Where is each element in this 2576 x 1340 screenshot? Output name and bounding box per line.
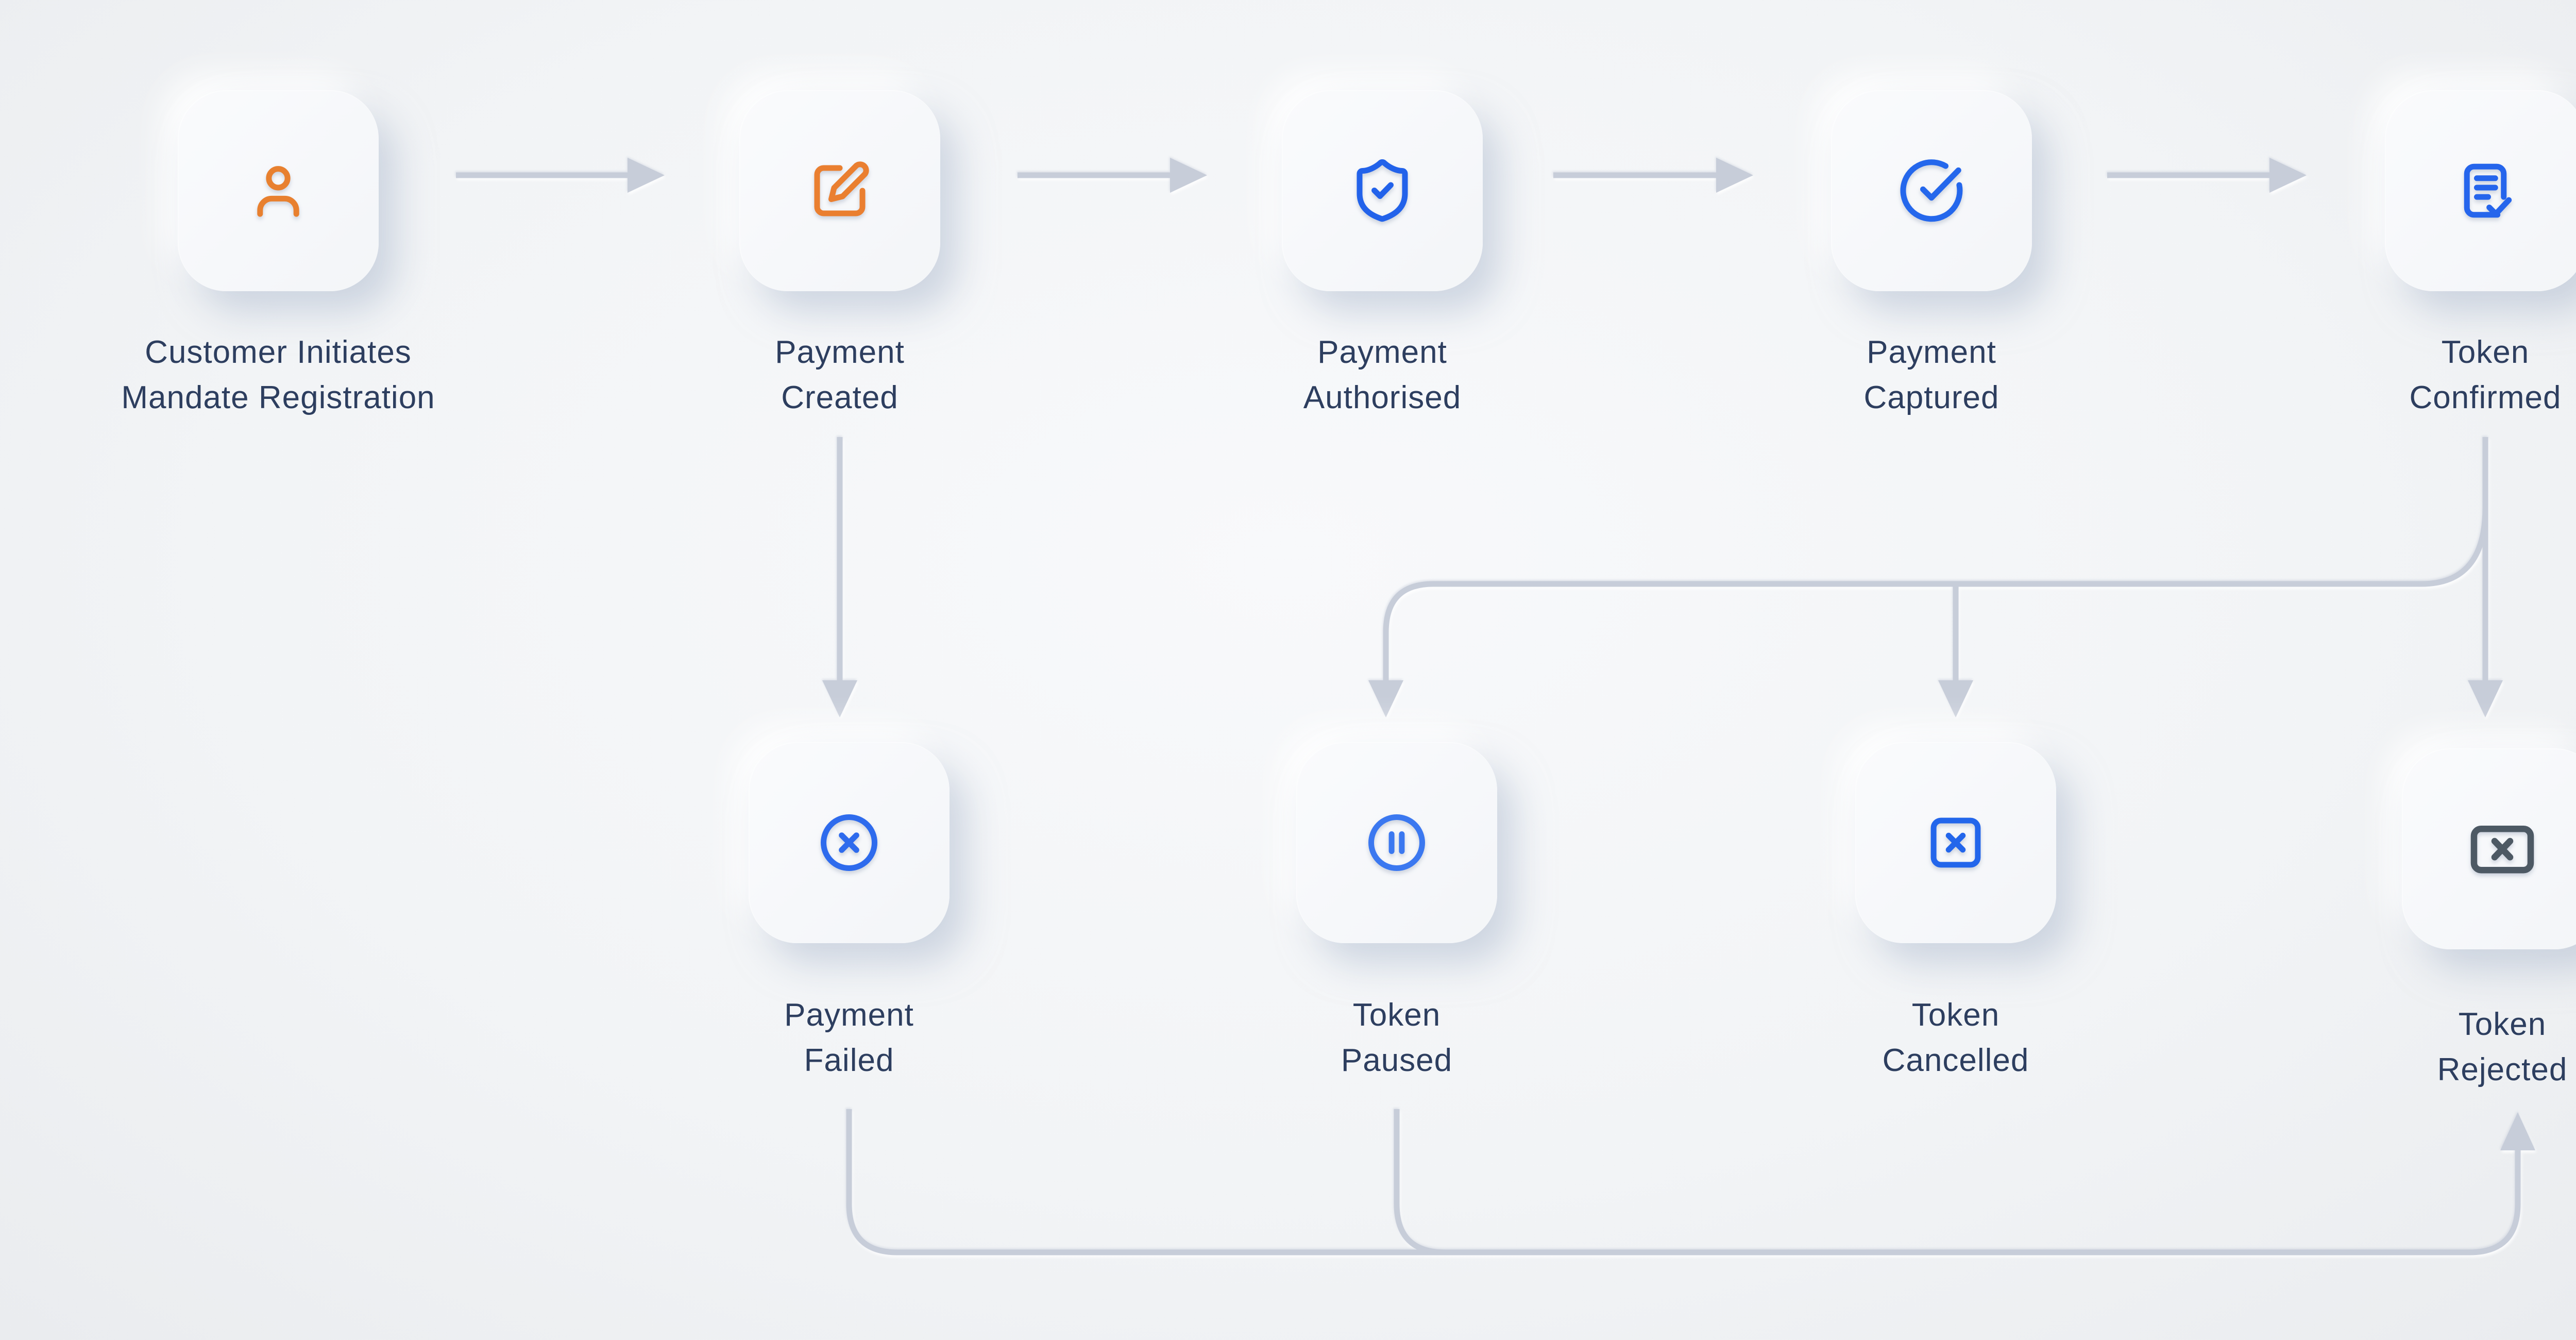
x-square-icon	[1930, 817, 1981, 868]
node-payment-authorised	[1282, 90, 1483, 291]
node-token-cancelled	[1855, 742, 2056, 943]
shield-check-icon	[1357, 159, 1408, 222]
node-payment-created	[739, 90, 940, 291]
person-icon	[257, 166, 299, 217]
edge-token-paused-to-token-rejected	[1394, 1109, 1525, 1255]
node-payment-failed	[749, 742, 950, 943]
edit-icon	[814, 161, 869, 216]
arrowhead-up	[2500, 1112, 2535, 1150]
edge-payment-failed-to-token-rejected	[846, 1109, 2521, 1255]
edge-token-confirmed-branch-to-token-paused	[1383, 507, 2488, 681]
pause-circle-icon	[1368, 814, 1425, 871]
arrowhead-right	[2269, 158, 2307, 193]
arrowhead-down	[2468, 680, 2503, 717]
arrowhead-right	[1716, 158, 1753, 193]
node-token-confirmed	[2385, 90, 2576, 291]
check-circle-icon	[1900, 159, 1963, 222]
node-payment-captured	[1831, 90, 2032, 291]
arrowhead-right	[628, 158, 665, 193]
node-token-rejected	[2402, 748, 2576, 949]
x-rectangle-icon	[2470, 826, 2534, 874]
arrowhead-down	[1368, 680, 1403, 717]
x-circle-icon	[821, 814, 877, 871]
arrowhead-down	[1938, 680, 1973, 717]
node-token-paused	[1296, 742, 1497, 943]
node-customer-initiates-mandate-registration	[178, 90, 379, 291]
document-check-icon	[2464, 163, 2512, 218]
arrowhead-down	[822, 680, 857, 717]
arrowhead-right	[1170, 158, 1207, 193]
